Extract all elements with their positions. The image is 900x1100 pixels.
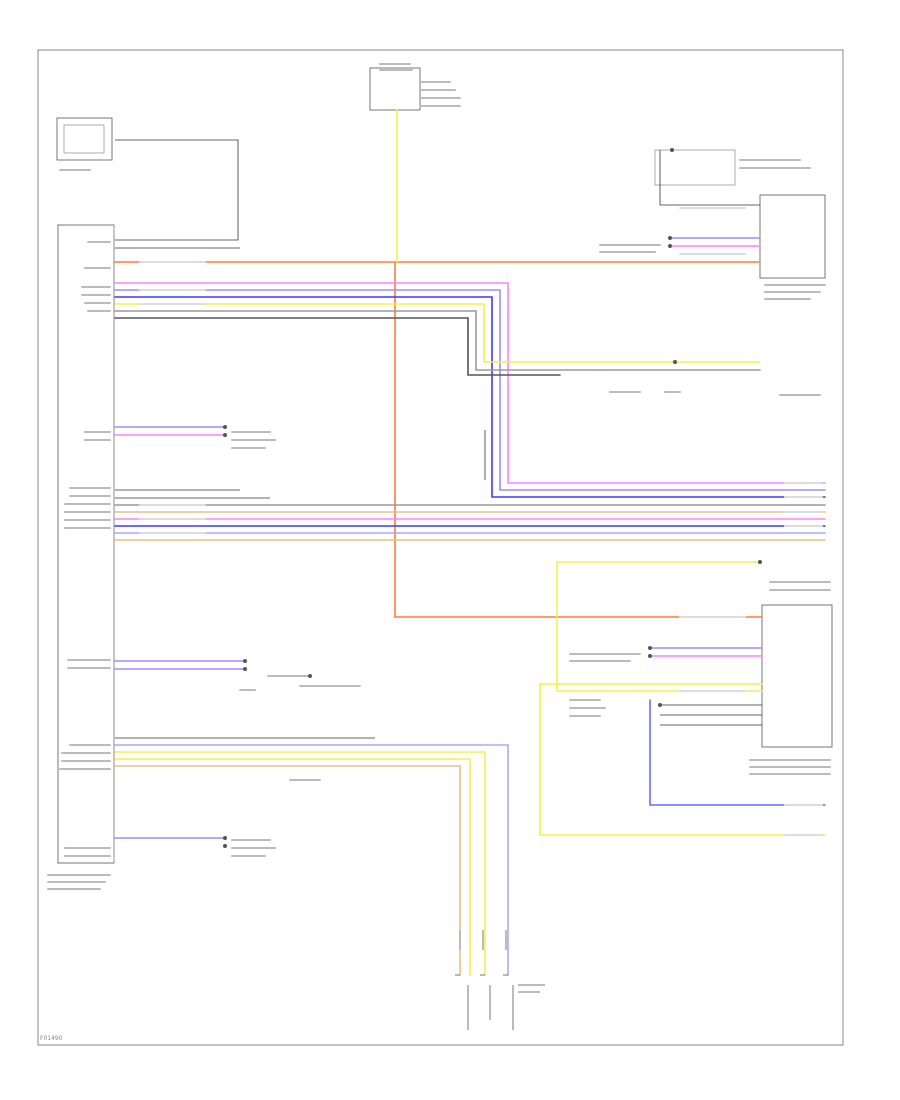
- wire-blue-bottom: [114, 744, 509, 976]
- right-top-module-box: [759, 194, 826, 279]
- wire-yellow-loop: [556, 561, 763, 692]
- diagram-frame: [37, 49, 844, 1046]
- wire-tan-bottom: [114, 765, 461, 976]
- wire-violet-right: [114, 289, 826, 491]
- wire-yellow-bottom-1: [114, 751, 486, 976]
- wire-yellow-long-right: [539, 683, 826, 836]
- wire-yellow-bottom-2: [114, 758, 471, 976]
- wire-red-orange-vertical: [394, 261, 763, 618]
- top-center-component-box: [369, 67, 421, 111]
- wire-gray-right: [114, 310, 601, 371]
- wire-black-right: [114, 317, 561, 376]
- right-middle-module-box: [761, 604, 833, 748]
- left-module-box: [57, 224, 115, 864]
- wire-pink-right: [114, 282, 826, 484]
- wire-blue-right-mid: [649, 699, 826, 806]
- frame-code-label: F01490: [40, 1035, 63, 1042]
- top-left-component-box: [56, 117, 113, 161]
- wire-yellow-right: [114, 303, 601, 363]
- wire-blue-right: [114, 296, 826, 498]
